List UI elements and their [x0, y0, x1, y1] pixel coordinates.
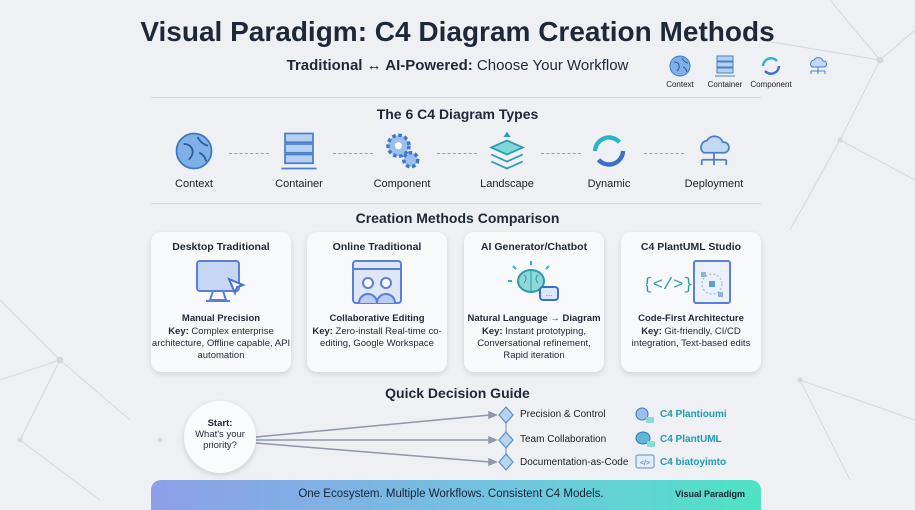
card-subtitle: Manual Precision	[181, 313, 261, 324]
ai-brain-icon	[635, 431, 651, 445]
gears-icon	[635, 407, 649, 421]
connector	[333, 153, 373, 154]
card-title: Online Traditional	[332, 241, 422, 253]
type-context: Context	[149, 130, 239, 190]
card-title: C4 PlantUML Studio	[640, 241, 742, 253]
type-label: Dynamic	[587, 178, 631, 190]
svg-text:</>: </>	[640, 460, 650, 467]
divider	[151, 203, 761, 204]
diamond-icon	[498, 453, 514, 471]
start-node: Start:What's your priority?	[184, 401, 256, 473]
card-plantuml-studio[interactable]: C4 PlantUML Studio {</>} Code-First Arch…	[621, 232, 761, 372]
type-label: Landscape	[480, 178, 534, 190]
option-docs-as-code[interactable]: Documentation-as-Code	[520, 457, 629, 468]
card-key: Key: Zero-install Real-time co-editing, …	[307, 326, 447, 350]
refresh-icon	[761, 57, 781, 75]
type-component: Component	[357, 130, 447, 190]
connector	[644, 153, 684, 154]
card-key: Key: Complex enterprise architecture, Of…	[151, 326, 291, 362]
code-diagram-icon: {</>}	[646, 260, 731, 304]
legend-container: Container	[695, 54, 755, 89]
connector	[437, 153, 477, 154]
key-text: Git-friendly, CI/CD integration, Text-ba…	[631, 326, 751, 349]
type-deployment: Deployment	[669, 130, 759, 190]
subtitle-rest: Choose Your Workflow	[472, 57, 629, 74]
legend-label: Component	[750, 80, 792, 89]
type-label: Component	[373, 178, 431, 190]
connector	[541, 153, 581, 154]
tool-collaboration[interactable]: C4 PlantUML	[660, 434, 722, 445]
guide-heading: Quick Decision Guide	[385, 385, 530, 401]
option-collaboration[interactable]: Team Collaboration	[520, 434, 607, 445]
tool-docs-as-code[interactable]: C4 biatoyimto	[660, 457, 727, 468]
gears-icon	[386, 133, 420, 169]
start-question: What's your priority?	[195, 429, 245, 451]
diamond-icon	[498, 406, 514, 424]
globe-icon	[669, 55, 691, 77]
refresh-icon	[592, 135, 626, 167]
key-label: Key:	[641, 326, 662, 337]
type-container: Container	[254, 130, 344, 190]
legend-deployment	[788, 54, 848, 80]
subtitle-emphasis: Traditional ↔ AI-Powered:	[286, 57, 473, 74]
legend-context: Context	[650, 54, 710, 89]
legend-label: Context	[666, 80, 694, 89]
svg-text:{</>}: {</>}	[646, 276, 694, 295]
arrow-precision	[255, 414, 491, 438]
key-label: Key:	[312, 326, 333, 337]
card-title: AI Generator/Chatbot	[480, 241, 588, 253]
page-title: Visual Paradigm: C4 Diagram Creation Met…	[140, 16, 775, 47]
type-dynamic: Dynamic	[564, 130, 654, 190]
server-icon	[281, 132, 317, 170]
connector	[229, 153, 269, 154]
arrow-docs	[255, 442, 491, 463]
layers-icon	[489, 131, 525, 170]
diamond-icon	[498, 431, 514, 449]
code-icon	[635, 454, 655, 469]
legend-component: Component	[741, 54, 801, 89]
cloud-network-icon	[810, 57, 828, 74]
key-text: Zero-install Real-time co-editing, Googl…	[320, 326, 442, 349]
card-desktop-traditional[interactable]: Desktop Traditional Manual Precision Key…	[151, 232, 291, 372]
card-subtitle: Collaborative Editing	[329, 313, 425, 324]
card-key: Key: Git-friendly, CI/CD integration, Te…	[621, 326, 761, 350]
cloud-network-icon	[700, 135, 730, 165]
tool-icons: </>	[635, 407, 655, 469]
divider	[151, 97, 761, 98]
server-icon	[715, 55, 735, 77]
key-text: Instant prototyping, Conversational refi…	[477, 326, 591, 361]
card-ai-generator[interactable]: AI Generator/Chatbot ... Natural Languag…	[464, 232, 604, 372]
globe-icon	[175, 132, 213, 170]
footer-brand: Visual Paradigm	[675, 489, 745, 499]
type-landscape: Landscape	[462, 130, 552, 190]
type-label: Container	[275, 178, 323, 190]
types-heading: The 6 C4 Diagram Types	[376, 106, 539, 122]
monitor-cursor-icon	[196, 260, 246, 302]
option-precision[interactable]: Precision & Control	[520, 409, 606, 420]
key-label: Key:	[168, 326, 189, 337]
card-subtitle: Code-First Architecture	[638, 313, 744, 324]
methods-heading: Creation Methods Comparison	[355, 210, 560, 226]
card-subtitle: Natural Language → Diagram	[467, 313, 601, 324]
key-label: Key:	[481, 326, 503, 337]
card-online-traditional[interactable]: Online Traditional Collaborative Editing…	[307, 232, 447, 372]
card-key: Key: Instant prototyping, Conversational…	[464, 326, 604, 362]
tool-precision[interactable]: C4 Plantioumi	[660, 409, 727, 420]
legend-label: Container	[707, 80, 743, 89]
svg-text:...: ...	[546, 289, 553, 298]
card-title: Desktop Traditional	[172, 241, 270, 253]
page-subtitle: Traditional ↔ AI-Powered: Choose Your Wo…	[0, 57, 915, 74]
ai-brain-chat-icon: ...	[508, 261, 559, 301]
type-label: Deployment	[684, 178, 744, 190]
key-text: Complex enterprise architecture, Offline…	[151, 326, 291, 361]
collaboration-icon	[352, 260, 402, 304]
footer-tagline: One Ecosystem. Multiple Workflows. Consi…	[298, 488, 604, 500]
type-label: Context	[175, 178, 213, 190]
footer-banner: One Ecosystem. Multiple Workflows. Consi…	[151, 480, 761, 510]
start-label: Start:	[207, 418, 233, 429]
